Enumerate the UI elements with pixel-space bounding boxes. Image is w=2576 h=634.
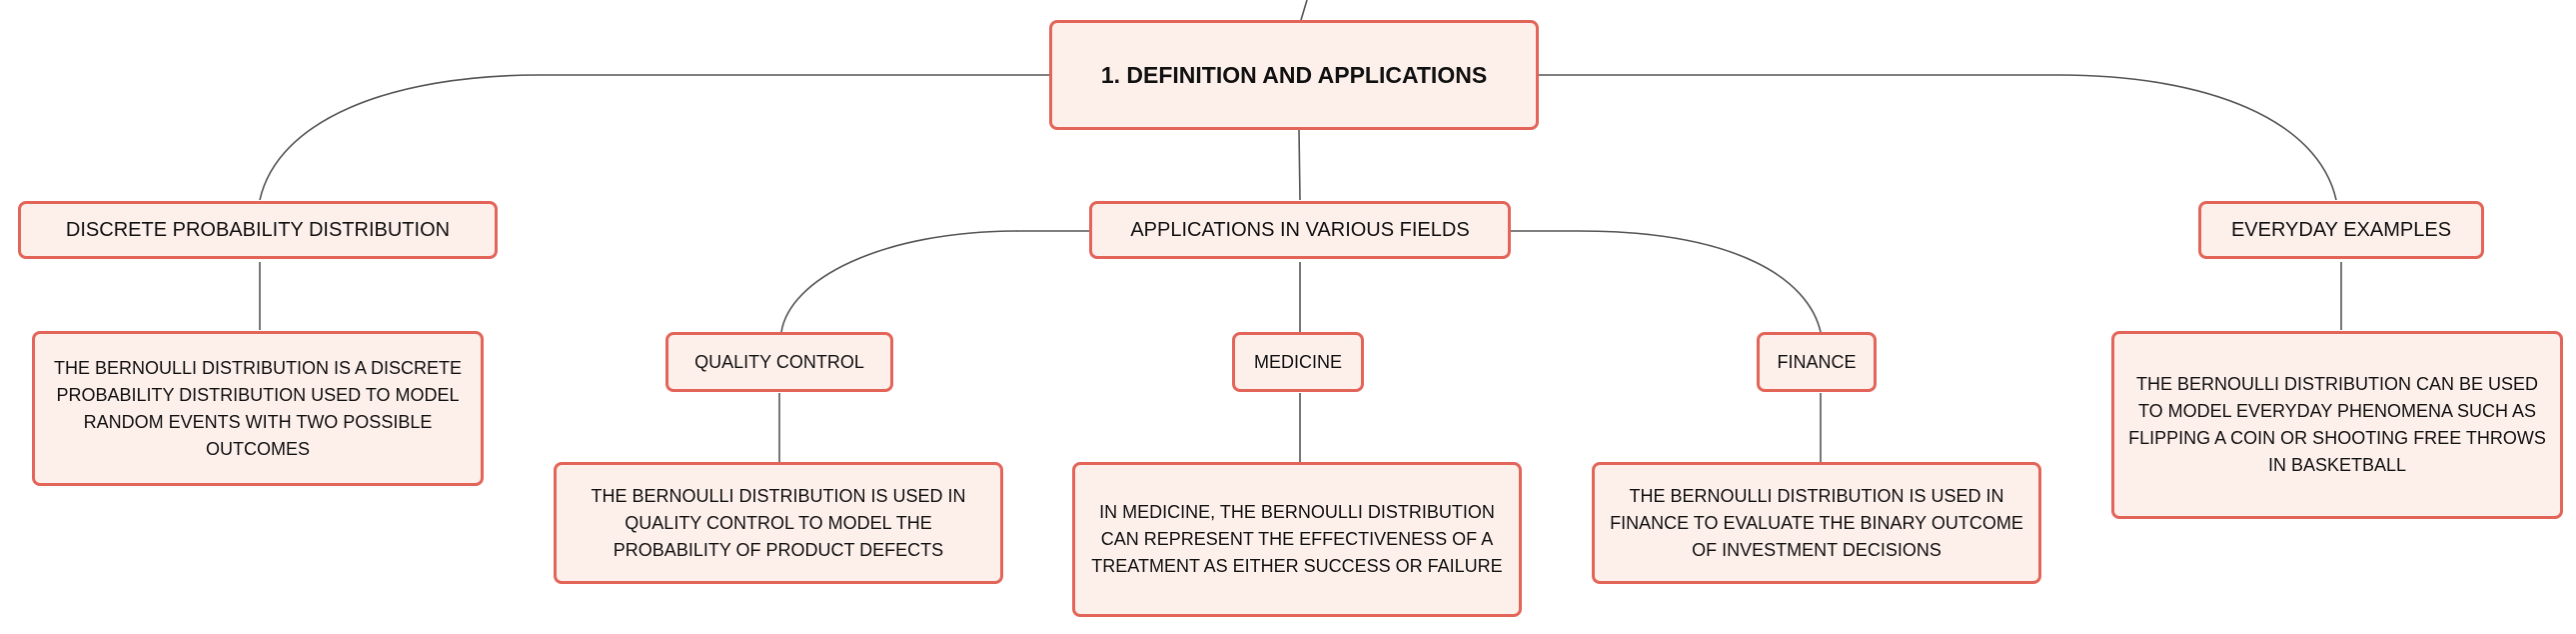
discrete-distribution-node[interactable]: DISCRETE PROBABILITY DISTRIBUTION (18, 201, 498, 259)
quality-control-label: QUALITY CONTROL (694, 351, 864, 372)
medicine-label: MEDICINE (1253, 351, 1342, 372)
connector-parent-root (1300, 0, 1308, 21)
medicine-detail[interactable]: IN MEDICINE, THE BERNOULLI DISTRIBUTION … (1072, 462, 1522, 617)
finance-detail-text: THE BERNOULLI DISTRIBUTION IS USED IN FI… (1610, 485, 2023, 560)
discrete-distribution-detail-text: THE BERNOULLI DISTRIBUTION IS A DISCRETE… (53, 357, 463, 459)
everyday-examples-detail-text: THE BERNOULLI DISTRIBUTION CAN BE USED T… (2128, 374, 2546, 475)
connector-root-everyday (1539, 74, 2337, 201)
medicine-node[interactable]: MEDICINE (1232, 332, 1364, 392)
connector-applications-finance (1508, 230, 1822, 333)
connector-root-applications (1298, 129, 1301, 201)
root-node[interactable]: 1. DEFINITION AND APPLICATIONS (1049, 20, 1539, 130)
applications-node[interactable]: APPLICATIONS IN VARIOUS FIELDS (1089, 201, 1511, 259)
finance-detail[interactable]: THE BERNOULLI DISTRIBUTION IS USED IN FI… (1592, 462, 2041, 584)
quality-control-node[interactable]: QUALITY CONTROL (665, 332, 893, 392)
everyday-examples-label: EVERYDAY EXAMPLES (2230, 218, 2452, 241)
quality-control-detail[interactable]: THE BERNOULLI DISTRIBUTION IS USED IN QU… (554, 462, 1003, 584)
quality-control-detail-text: THE BERNOULLI DISTRIBUTION IS USED IN QU… (591, 485, 966, 560)
medicine-detail-text: IN MEDICINE, THE BERNOULLI DISTRIBUTION … (1091, 502, 1503, 576)
discrete-distribution-detail[interactable]: THE BERNOULLI DISTRIBUTION IS A DISCRETE… (32, 331, 484, 486)
connector-applications-quality (780, 230, 1089, 333)
everyday-examples-node[interactable]: EVERYDAY EXAMPLES (2198, 201, 2484, 259)
finance-node[interactable]: FINANCE (1757, 332, 1877, 392)
finance-label: FINANCE (1777, 351, 1857, 372)
root-label: 1. DEFINITION AND APPLICATIONS (1100, 61, 1488, 88)
everyday-examples-detail[interactable]: THE BERNOULLI DISTRIBUTION CAN BE USED T… (2111, 331, 2563, 519)
applications-label: APPLICATIONS IN VARIOUS FIELDS (1130, 218, 1470, 241)
discrete-distribution-label: DISCRETE PROBABILITY DISTRIBUTION (65, 218, 451, 241)
connector-root-discrete (259, 74, 1049, 201)
